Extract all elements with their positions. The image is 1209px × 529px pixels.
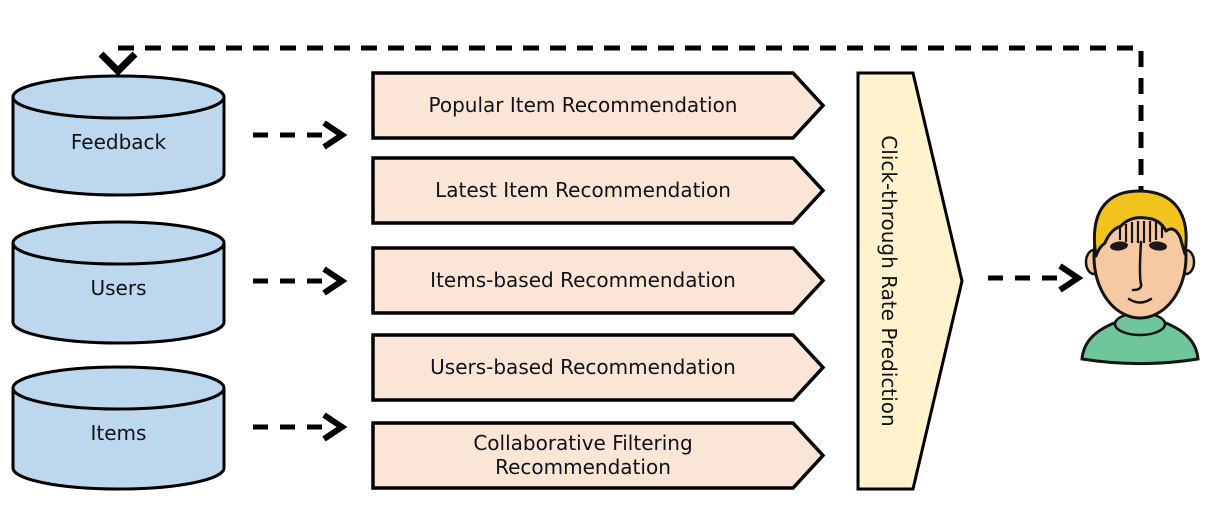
items-to-recommenders-arrow [253,412,348,442]
feedback-loop-arrowhead-down-icon [98,51,138,76]
users-database-cylinder [11,220,226,345]
items-based-recommendation-arrow-box [371,246,826,315]
ctr-prediction-pentagon [856,71,964,491]
collaborative-filtering-recommendation-arrow-box [371,421,826,490]
items-database-cylinder [11,365,226,491]
users-to-recommenders-arrow [253,266,348,296]
user-face-icon [1080,189,1200,365]
feedback-database-cylinder [11,74,226,197]
latest-item-recommendation-arrow-box [371,156,826,225]
popular-item-recommendation-arrow-box [371,71,826,140]
prediction-to-user-arrow [988,263,1084,293]
users-based-recommendation-arrow-box [371,333,826,402]
feedback-loop-dashed-line [118,45,1144,190]
feedback-to-recommenders-arrow [253,120,348,150]
